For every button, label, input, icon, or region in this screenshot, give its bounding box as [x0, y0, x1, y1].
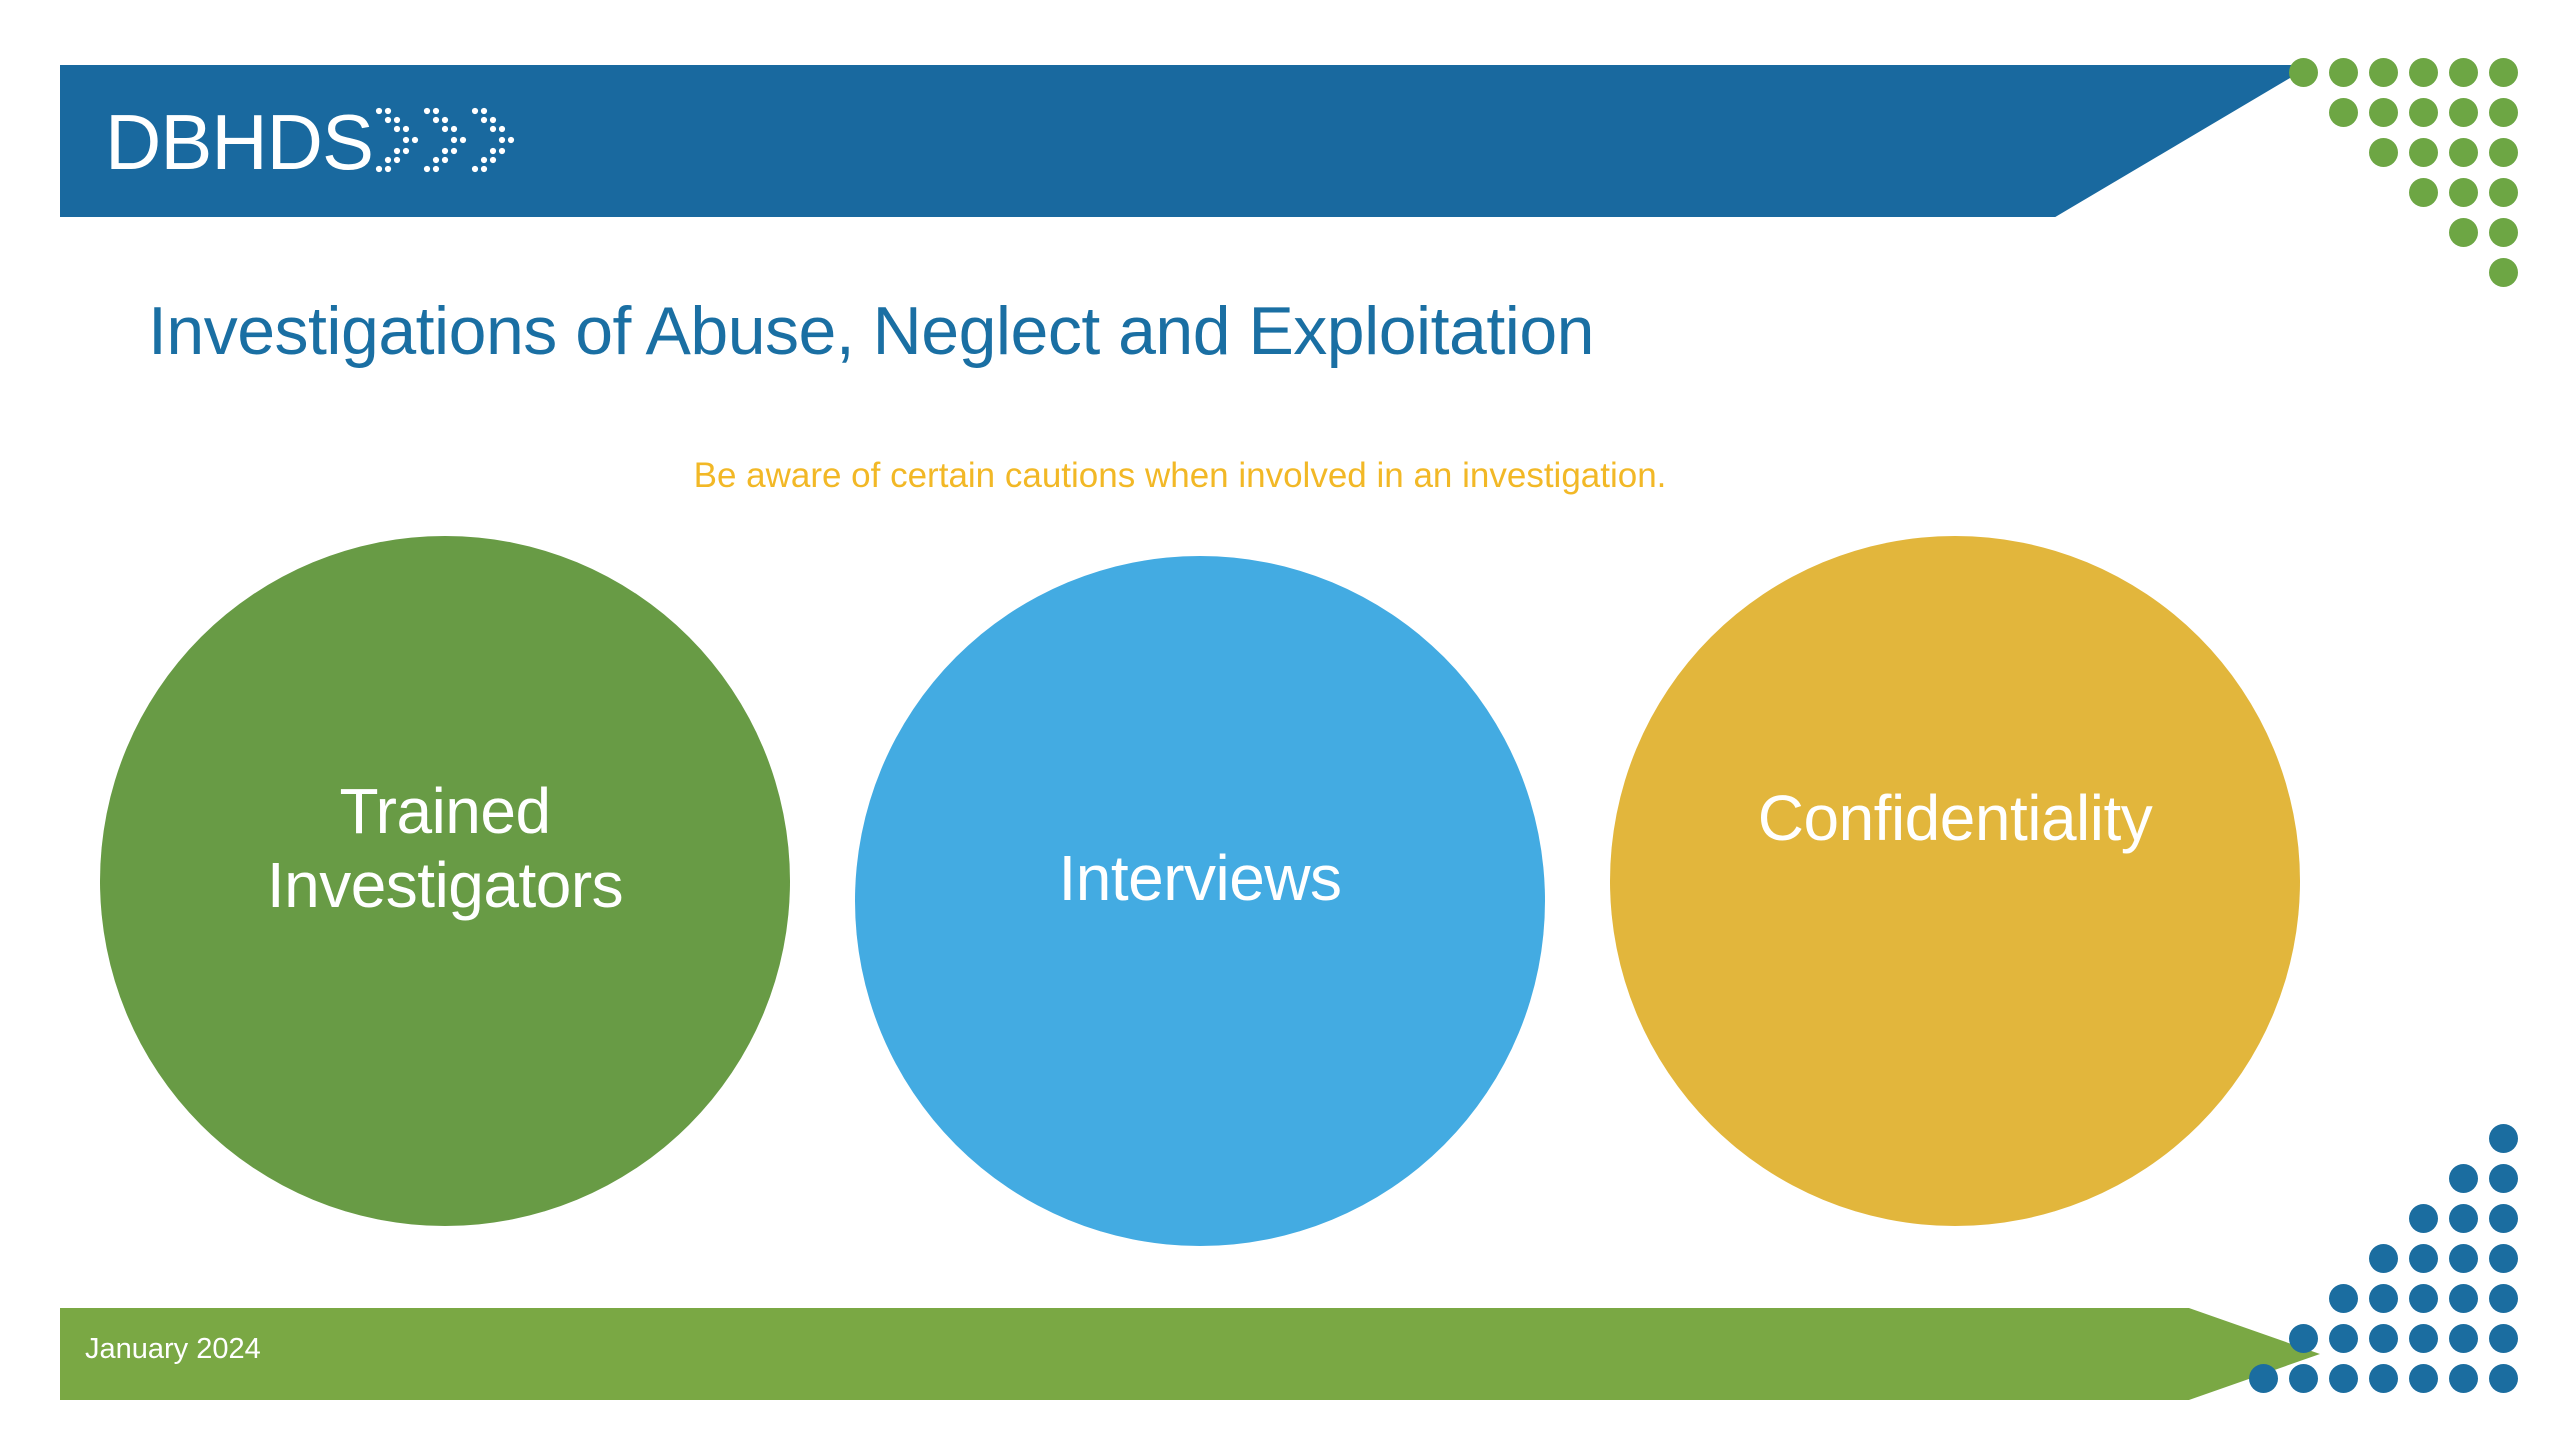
page-title: Investigations of Abuse, Neglect and Exp…	[148, 293, 1595, 369]
dot-row	[2238, 1324, 2518, 1364]
dotted-chevron-logo-icon	[375, 101, 525, 184]
dot-row	[2238, 1124, 2518, 1164]
dot-row	[2238, 1244, 2518, 1284]
footer-date: January 2024	[85, 1333, 261, 1365]
dot-row	[2238, 1284, 2518, 1324]
dot-row	[2278, 258, 2518, 298]
footer-bar	[60, 1308, 2320, 1400]
dbhds-logo: DBHDS	[105, 96, 525, 188]
dot-row	[2238, 1164, 2518, 1204]
page-subtitle: Be aware of certain cautions when involv…	[693, 456, 1667, 495]
dot-row	[2278, 218, 2518, 258]
dot-row	[2278, 98, 2518, 138]
header-bar	[60, 65, 2312, 217]
dot-row	[2238, 1364, 2518, 1404]
concept-circle-trained-investigators[interactable]: Trained Investigators	[100, 536, 790, 1226]
blue-dot-staircase-icon	[2238, 1124, 2518, 1404]
concept-circle-confidentiality[interactable]: Confidentiality	[1610, 536, 2300, 1226]
green-dot-triangle-icon	[2278, 58, 2518, 298]
dbhds-logo-text: DBHDS	[105, 98, 374, 186]
concept-circle-label: Trained Investigators	[266, 775, 624, 921]
concept-circle-label: Interviews	[1058, 842, 1342, 915]
concept-circle-label: Confidentiality	[1757, 782, 2153, 855]
dot-row	[2278, 138, 2518, 178]
concept-circle-interviews[interactable]: Interviews	[855, 556, 1545, 1246]
dot-row	[2278, 178, 2518, 218]
dot-row	[2238, 1204, 2518, 1244]
dot-row	[2278, 58, 2518, 98]
